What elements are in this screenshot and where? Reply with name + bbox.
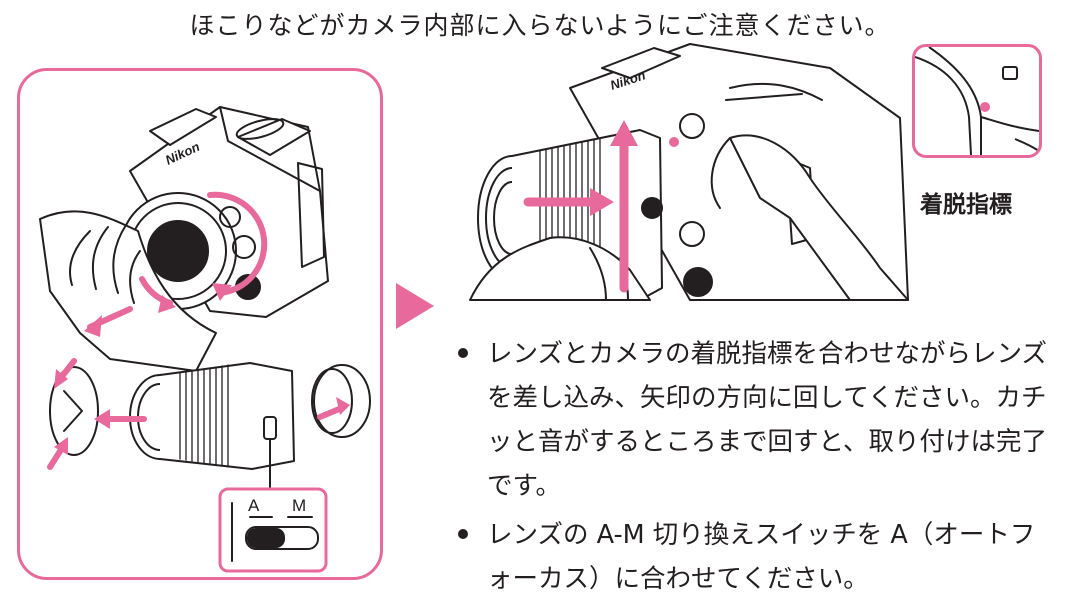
switch-label-m: M <box>292 496 306 515</box>
mounting-index-closeup <box>912 44 1042 158</box>
mounting-index-closeup-illustration <box>915 47 1039 155</box>
instruction-list: レンズとカメラの着脱指標を合わせながらレンズを差し込み、矢印の方向に回してくださ… <box>454 332 1058 606</box>
mounting-index-label: 着脱指標 <box>920 192 1012 218</box>
lens-attach-illustration: Nikon <box>469 43 909 301</box>
switch-label-a: A <box>248 496 260 515</box>
caution-text: ほこりなどがカメラ内部に入らないようにご注意ください。 <box>189 11 891 40</box>
bullet-icon <box>458 529 468 539</box>
instruction-text: レンズの A-M 切り換えスイッチを A（オートフォーカス）に合わせてください。 <box>487 520 1036 594</box>
instruction-item: レンズとカメラの着脱指標を合わせながらレンズを差し込み、矢印の方向に回してくださ… <box>454 332 1058 508</box>
bullet-icon <box>458 348 468 358</box>
instruction-text: レンズとカメラの着脱指標を合わせながらレンズを差し込み、矢印の方向に回してくださ… <box>487 339 1047 501</box>
cap-removal-panel: Nikon A M <box>17 68 383 580</box>
next-step-arrow <box>396 283 434 329</box>
cap-removal-illustration: Nikon A M <box>39 106 371 573</box>
